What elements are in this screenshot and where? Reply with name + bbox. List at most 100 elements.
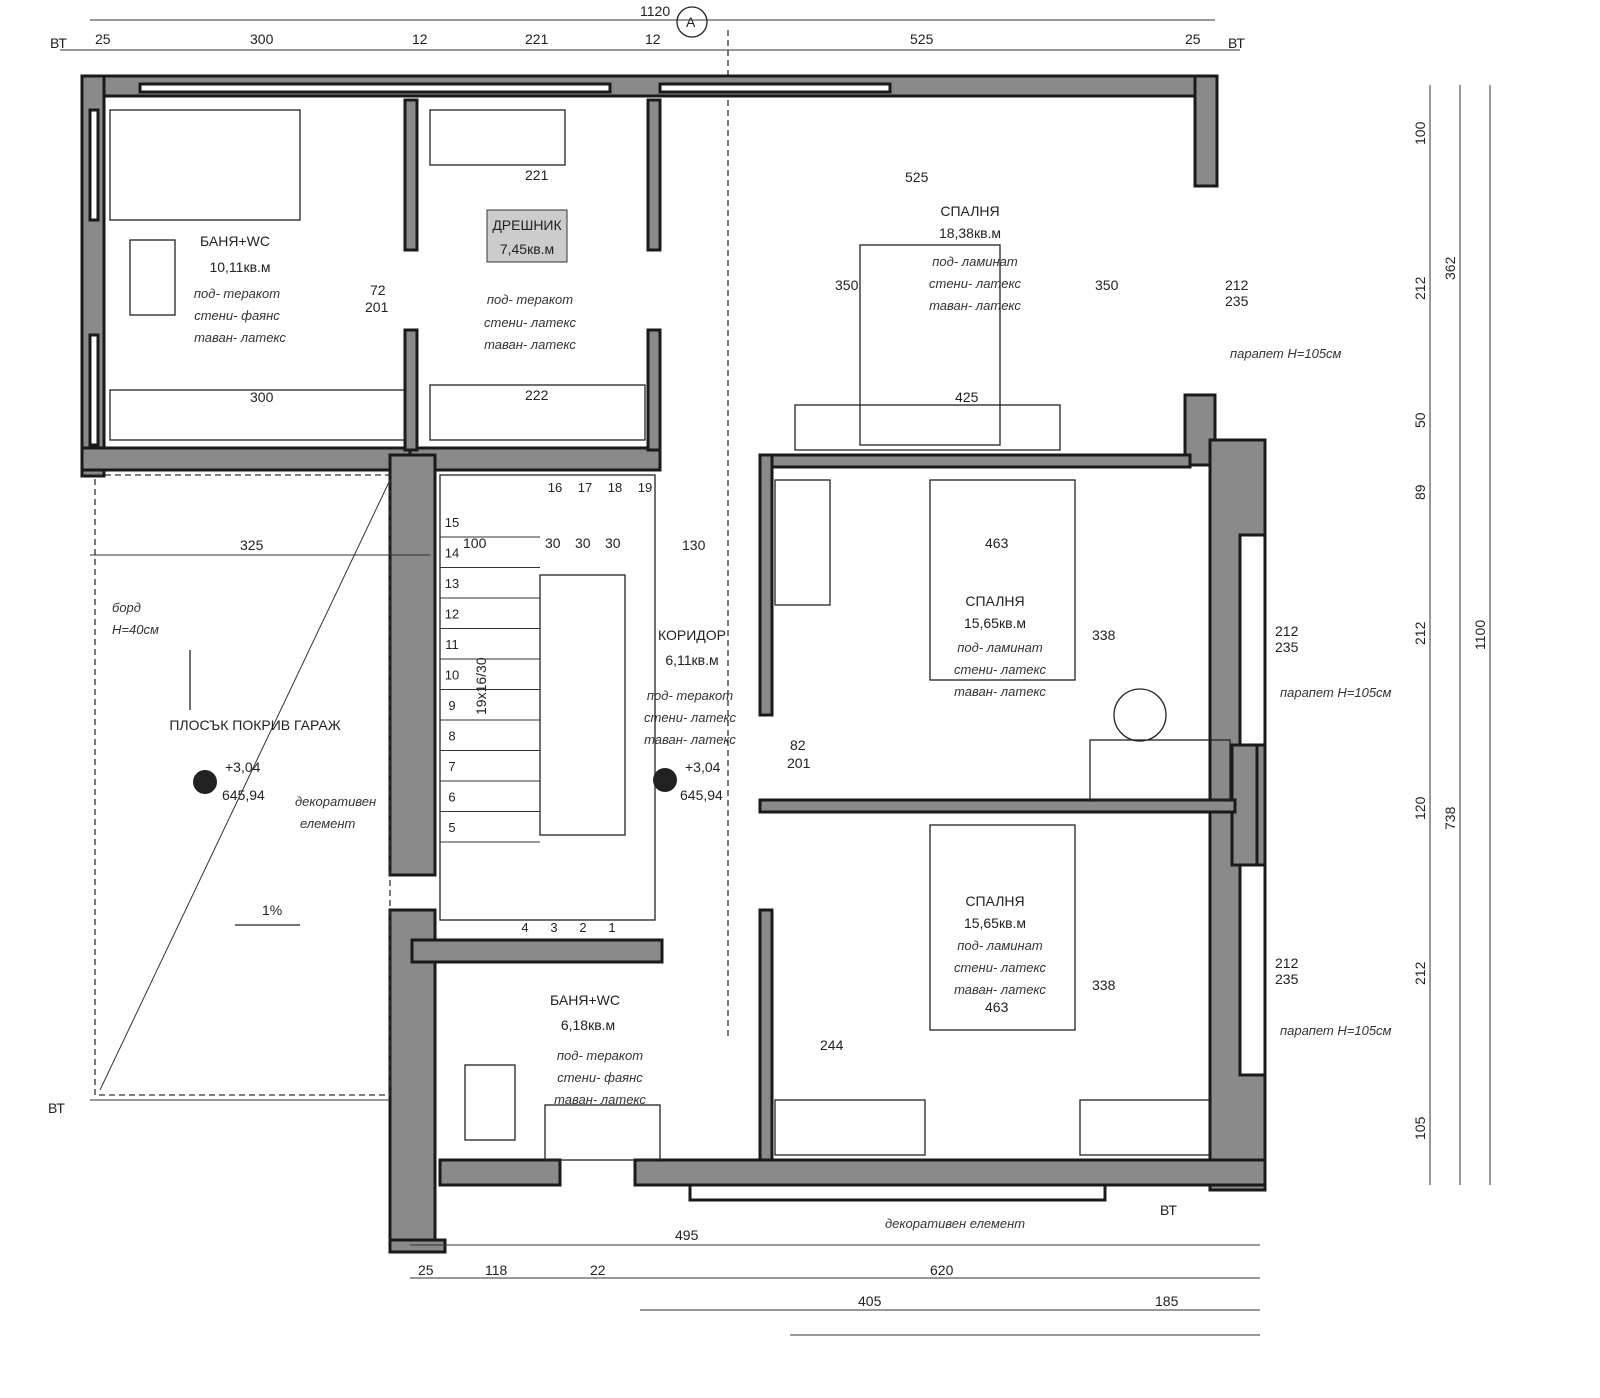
- decorative-label: декоративен: [295, 794, 376, 809]
- room-floor: под- теракот: [647, 688, 733, 703]
- room-floor: под- теракот: [557, 1048, 643, 1063]
- stair-step-number: 4: [521, 920, 528, 935]
- decorative-label: елемент: [300, 816, 356, 831]
- elevation-absolute: 645,94: [222, 787, 265, 803]
- counter-icon: [544, 1104, 661, 1161]
- room-walls: стени- латекс: [644, 710, 736, 725]
- room-walls: стени- латекс: [929, 276, 1021, 291]
- garage-roof: 325 борд H=40см ПЛОСЪК ПОКРИВ ГАРАЖ +3,0…: [48, 474, 430, 1116]
- room-name: ДРЕШНИК: [492, 217, 562, 233]
- chair-icon: [1113, 688, 1167, 742]
- dim: 100: [1412, 121, 1428, 145]
- slope-label: 1%: [262, 902, 282, 918]
- room-closet: ДРЕШНИК 7,45кв.м под- теракот стени- лат…: [429, 109, 646, 441]
- room-name: БАНЯ+WC: [200, 233, 270, 249]
- dim: 12: [645, 31, 661, 47]
- parapet-label: парапет H=105см: [1230, 346, 1342, 361]
- room-walls: стени- фаянс: [194, 308, 280, 323]
- room-ceiling: таван- латекс: [554, 1092, 646, 1107]
- bt-marker: ВТ: [50, 35, 67, 51]
- dim: 620: [930, 1262, 954, 1278]
- window-height: 235: [1225, 293, 1249, 309]
- bt-marker: ВТ: [1228, 35, 1245, 51]
- room-ceiling: таван- латекс: [484, 337, 576, 352]
- stair-step-number: 1: [608, 920, 615, 935]
- window-height: 235: [1275, 971, 1299, 987]
- dim: 30: [575, 535, 591, 551]
- right-dimensions: 100 212 362 50 89 212 120 738 212 105 11…: [1412, 85, 1491, 1185]
- room-area: 7,45кв.м: [500, 241, 554, 257]
- elevation-marker-icon: [653, 768, 677, 792]
- dim: 212: [1412, 621, 1428, 645]
- bt-marker: ВТ: [48, 1100, 65, 1116]
- room-area: 18,38кв.м: [939, 225, 1001, 241]
- dim-overall-right: 1100: [1472, 620, 1488, 650]
- window-height: 235: [1275, 639, 1299, 655]
- bt-marker: ВТ: [1160, 1202, 1177, 1218]
- dim: 362: [1442, 256, 1458, 280]
- room-bedroom-1: СПАЛНЯ 18,38кв.м под- ламинат стени- лат…: [794, 169, 1342, 451]
- elevation-absolute: 645,94: [680, 787, 723, 803]
- room-bedroom-2: СПАЛНЯ 15,65кв.м под- ламинат стени- лат…: [774, 479, 1392, 801]
- room-ceiling: таван- латекс: [644, 732, 736, 747]
- wardrobe-icon: [774, 479, 831, 606]
- dim: 525: [910, 31, 934, 47]
- dim: 525: [905, 169, 929, 185]
- room-ceiling: таван- латекс: [954, 982, 1046, 997]
- stair-step-number: 3: [550, 920, 557, 935]
- stair-step-number: 17: [578, 480, 592, 495]
- bottom-dimensions: 25 118 22 620 495 405 185 декоративен ел…: [410, 1202, 1260, 1336]
- room-name: СПАЛНЯ: [965, 893, 1024, 909]
- board-label: борд: [112, 600, 141, 615]
- dim: 100: [463, 535, 487, 551]
- window-width: 212: [1275, 623, 1299, 639]
- dim: 89: [1412, 484, 1428, 500]
- room-name: КОРИДОР: [658, 627, 726, 643]
- dim: 212: [1412, 276, 1428, 300]
- room-bath-2: БАНЯ+WC 6,18кв.м под- теракот стени- фая…: [464, 992, 661, 1161]
- dim: 25: [95, 31, 111, 47]
- parapet-label: парапет H=105см: [1280, 685, 1392, 700]
- room-area: 6,18кв.м: [561, 1017, 615, 1033]
- room-ceiling: таван- латекс: [929, 298, 1021, 313]
- counter-icon: [109, 389, 406, 441]
- stair-step-number: 14: [445, 546, 459, 561]
- walls: [80, 74, 1267, 1254]
- dim: 105: [1412, 1116, 1428, 1140]
- shower-icon: [129, 239, 176, 316]
- door-height: 201: [365, 299, 389, 315]
- window-width: 212: [1225, 277, 1249, 293]
- dim: 425: [955, 389, 979, 405]
- stair-step-number: 19: [638, 480, 652, 495]
- stair-step-number: 9: [448, 698, 455, 713]
- dim: 120: [1412, 796, 1428, 820]
- door-width: 82: [790, 737, 806, 753]
- room-walls: стени- фаянс: [557, 1070, 643, 1085]
- dim: 30: [605, 535, 621, 551]
- room-walls: стени- латекс: [954, 960, 1046, 975]
- dim: 244: [820, 1037, 844, 1053]
- wardrobe-icon: [774, 1099, 926, 1156]
- stair-step-number: 10: [445, 668, 459, 683]
- stair-step-number: 12: [445, 607, 459, 622]
- room-area: 15,65кв.м: [964, 915, 1026, 931]
- dim: 495: [675, 1227, 699, 1243]
- dim: 325: [240, 537, 264, 553]
- board-height: H=40см: [112, 622, 159, 637]
- shower-icon: [464, 1064, 516, 1141]
- section-marker-icon: [676, 6, 708, 38]
- room-ceiling: таван- латекс: [194, 330, 286, 345]
- stair-step-number: 16: [548, 480, 562, 495]
- dim: 738: [1442, 806, 1458, 830]
- stair-note: 19х16/30: [473, 657, 489, 715]
- elevation-relative: +3,04: [685, 759, 721, 775]
- stair-step-number: 8: [448, 729, 455, 744]
- stair-step-number: 6: [448, 790, 455, 805]
- decorative-label: декоративен елемент: [885, 1216, 1025, 1231]
- desk-icon: [1089, 739, 1231, 801]
- room-name: СПАЛНЯ: [940, 203, 999, 219]
- elevation-marker-icon: [193, 770, 217, 794]
- dim: 30: [545, 535, 561, 551]
- room-walls: стени- латекс: [954, 662, 1046, 677]
